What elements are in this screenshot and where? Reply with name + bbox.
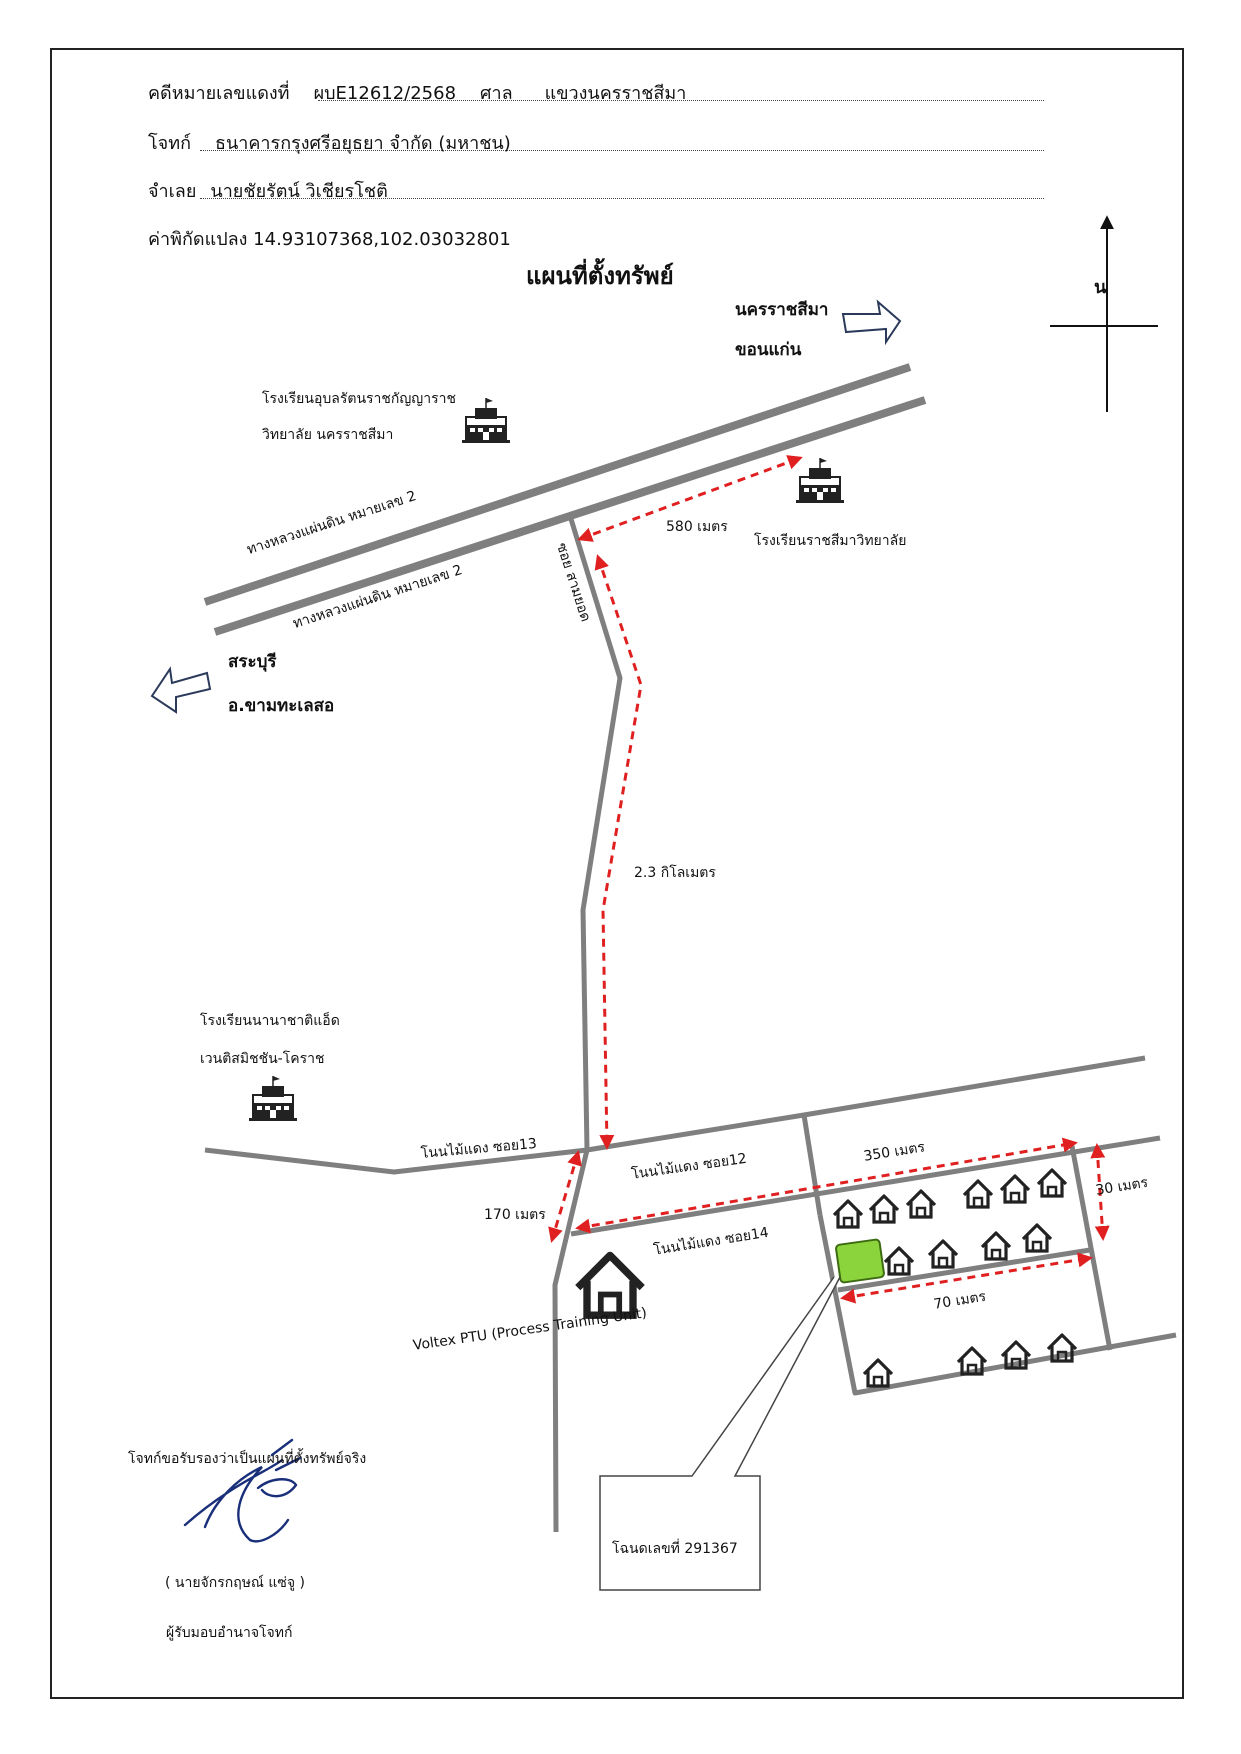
case-dotline — [318, 100, 1044, 101]
route-350m — [575, 1137, 1078, 1234]
house-icon — [1036, 1168, 1068, 1198]
connector-road — [801, 1114, 823, 1216]
defendant-label: จำเลย — [148, 181, 197, 202]
school3-line2: เวนติสมิชชัน-โคราช — [200, 1051, 325, 1067]
map-title: แผนที่ตั้งทรัพย์ — [526, 262, 674, 290]
house-icon — [980, 1231, 1012, 1261]
house-icon — [862, 1358, 894, 1388]
block-east-road — [1069, 1145, 1113, 1351]
house-icon — [832, 1199, 864, 1229]
case-number: ผบE12612/2568 — [313, 83, 457, 104]
house-icon — [999, 1174, 1031, 1204]
direction-sw-line2: อ.ขามทะเลสอ — [228, 696, 335, 716]
route-2-3km — [594, 554, 643, 1150]
distance-580m: 580 เมตร — [666, 519, 728, 535]
house-icon — [868, 1194, 900, 1224]
house-icon — [962, 1179, 994, 1209]
block-outline-road — [817, 1214, 1177, 1396]
school1-line2: วิทยาลัย นครราชสีมา — [262, 427, 394, 443]
route-580m — [577, 455, 803, 542]
deed-callout — [599, 1276, 841, 1591]
case-line: คดีหมายเลขแดงที่ ผบE12612/2568 ศาล แขวงนครร… — [148, 78, 686, 107]
signature-scribble — [183, 1438, 302, 1543]
plaintiff-dotline — [200, 150, 1044, 151]
page-frame — [50, 48, 1184, 1699]
route-170m — [548, 1150, 582, 1243]
direction-sw-arrow-icon — [150, 666, 212, 714]
signature-role: ผู้รับมอบอำนาจโจทก์ — [166, 1625, 293, 1641]
school-icon — [248, 1075, 298, 1122]
school2-label: โรงเรียนราชสีมาวิทยาลัย — [754, 533, 907, 549]
route-30m — [1090, 1143, 1110, 1241]
deed-label: โฉนดเลขที่ 291367 — [612, 1541, 738, 1557]
defendant-dotline — [200, 198, 1044, 199]
house-icon — [883, 1246, 915, 1276]
signature-name: ( นายจักรกฤษณ์ แซ่จู ) — [165, 1575, 306, 1591]
distance-170m: 170 เมตร — [484, 1207, 546, 1223]
house-icon — [1021, 1223, 1053, 1253]
school-icon — [795, 457, 845, 504]
direction-ne-arrow-icon — [841, 299, 902, 346]
court-name: แขวงนครราชสีมา — [544, 83, 687, 104]
court-label: ศาล — [480, 83, 513, 104]
defendant-name: นายชัยรัตน์ วิเชียรโชติ — [210, 181, 388, 202]
coords-text: ค่าพิกัดแปลง 14.93107368,102.03032801 — [148, 229, 511, 250]
highway-upper-line — [203, 363, 912, 606]
direction-sw-line1: สระบุรี — [228, 652, 277, 672]
school-icon — [461, 397, 511, 444]
plaintiff-label: โจทก์ — [148, 133, 191, 154]
north-label: น — [1094, 277, 1107, 298]
defendant-line: จำเลย นายชัยรัตน์ วิเชียรโชติ — [148, 176, 388, 205]
parcel-marker — [835, 1238, 885, 1284]
direction-ne-line1: นครราชสีมา — [735, 300, 829, 320]
direction-ne-line2: ขอนแก่น — [735, 340, 802, 360]
signature-certify: โจทก์ขอรับรองว่าเป็นแผนที่ตั้งทรัพย์จริง — [128, 1451, 367, 1467]
plaintiff-line: โจทก์ ธนาคารกรุงศรีอยุธยา จำกัด (มหาชน) — [148, 128, 511, 157]
school3-line1: โรงเรียนนานาชาติแอ็ด — [200, 1013, 340, 1029]
soi-samyod-road — [552, 518, 623, 1533]
house-icon — [927, 1239, 959, 1269]
highway-lower-line — [213, 396, 927, 636]
plaintiff-name: ธนาคารกรุงศรีอยุธยา จำกัด (มหาชน) — [214, 133, 511, 154]
house-icon — [905, 1189, 937, 1219]
case-label: คดีหมายเลขแดงที่ — [148, 83, 290, 104]
school1-line1: โรงเรียนอุบลรัตนราชกัญญาราช — [262, 391, 456, 407]
soi13-12-road — [204, 1055, 1146, 1175]
distance-2-3km: 2.3 กิโลเมตร — [634, 865, 716, 881]
